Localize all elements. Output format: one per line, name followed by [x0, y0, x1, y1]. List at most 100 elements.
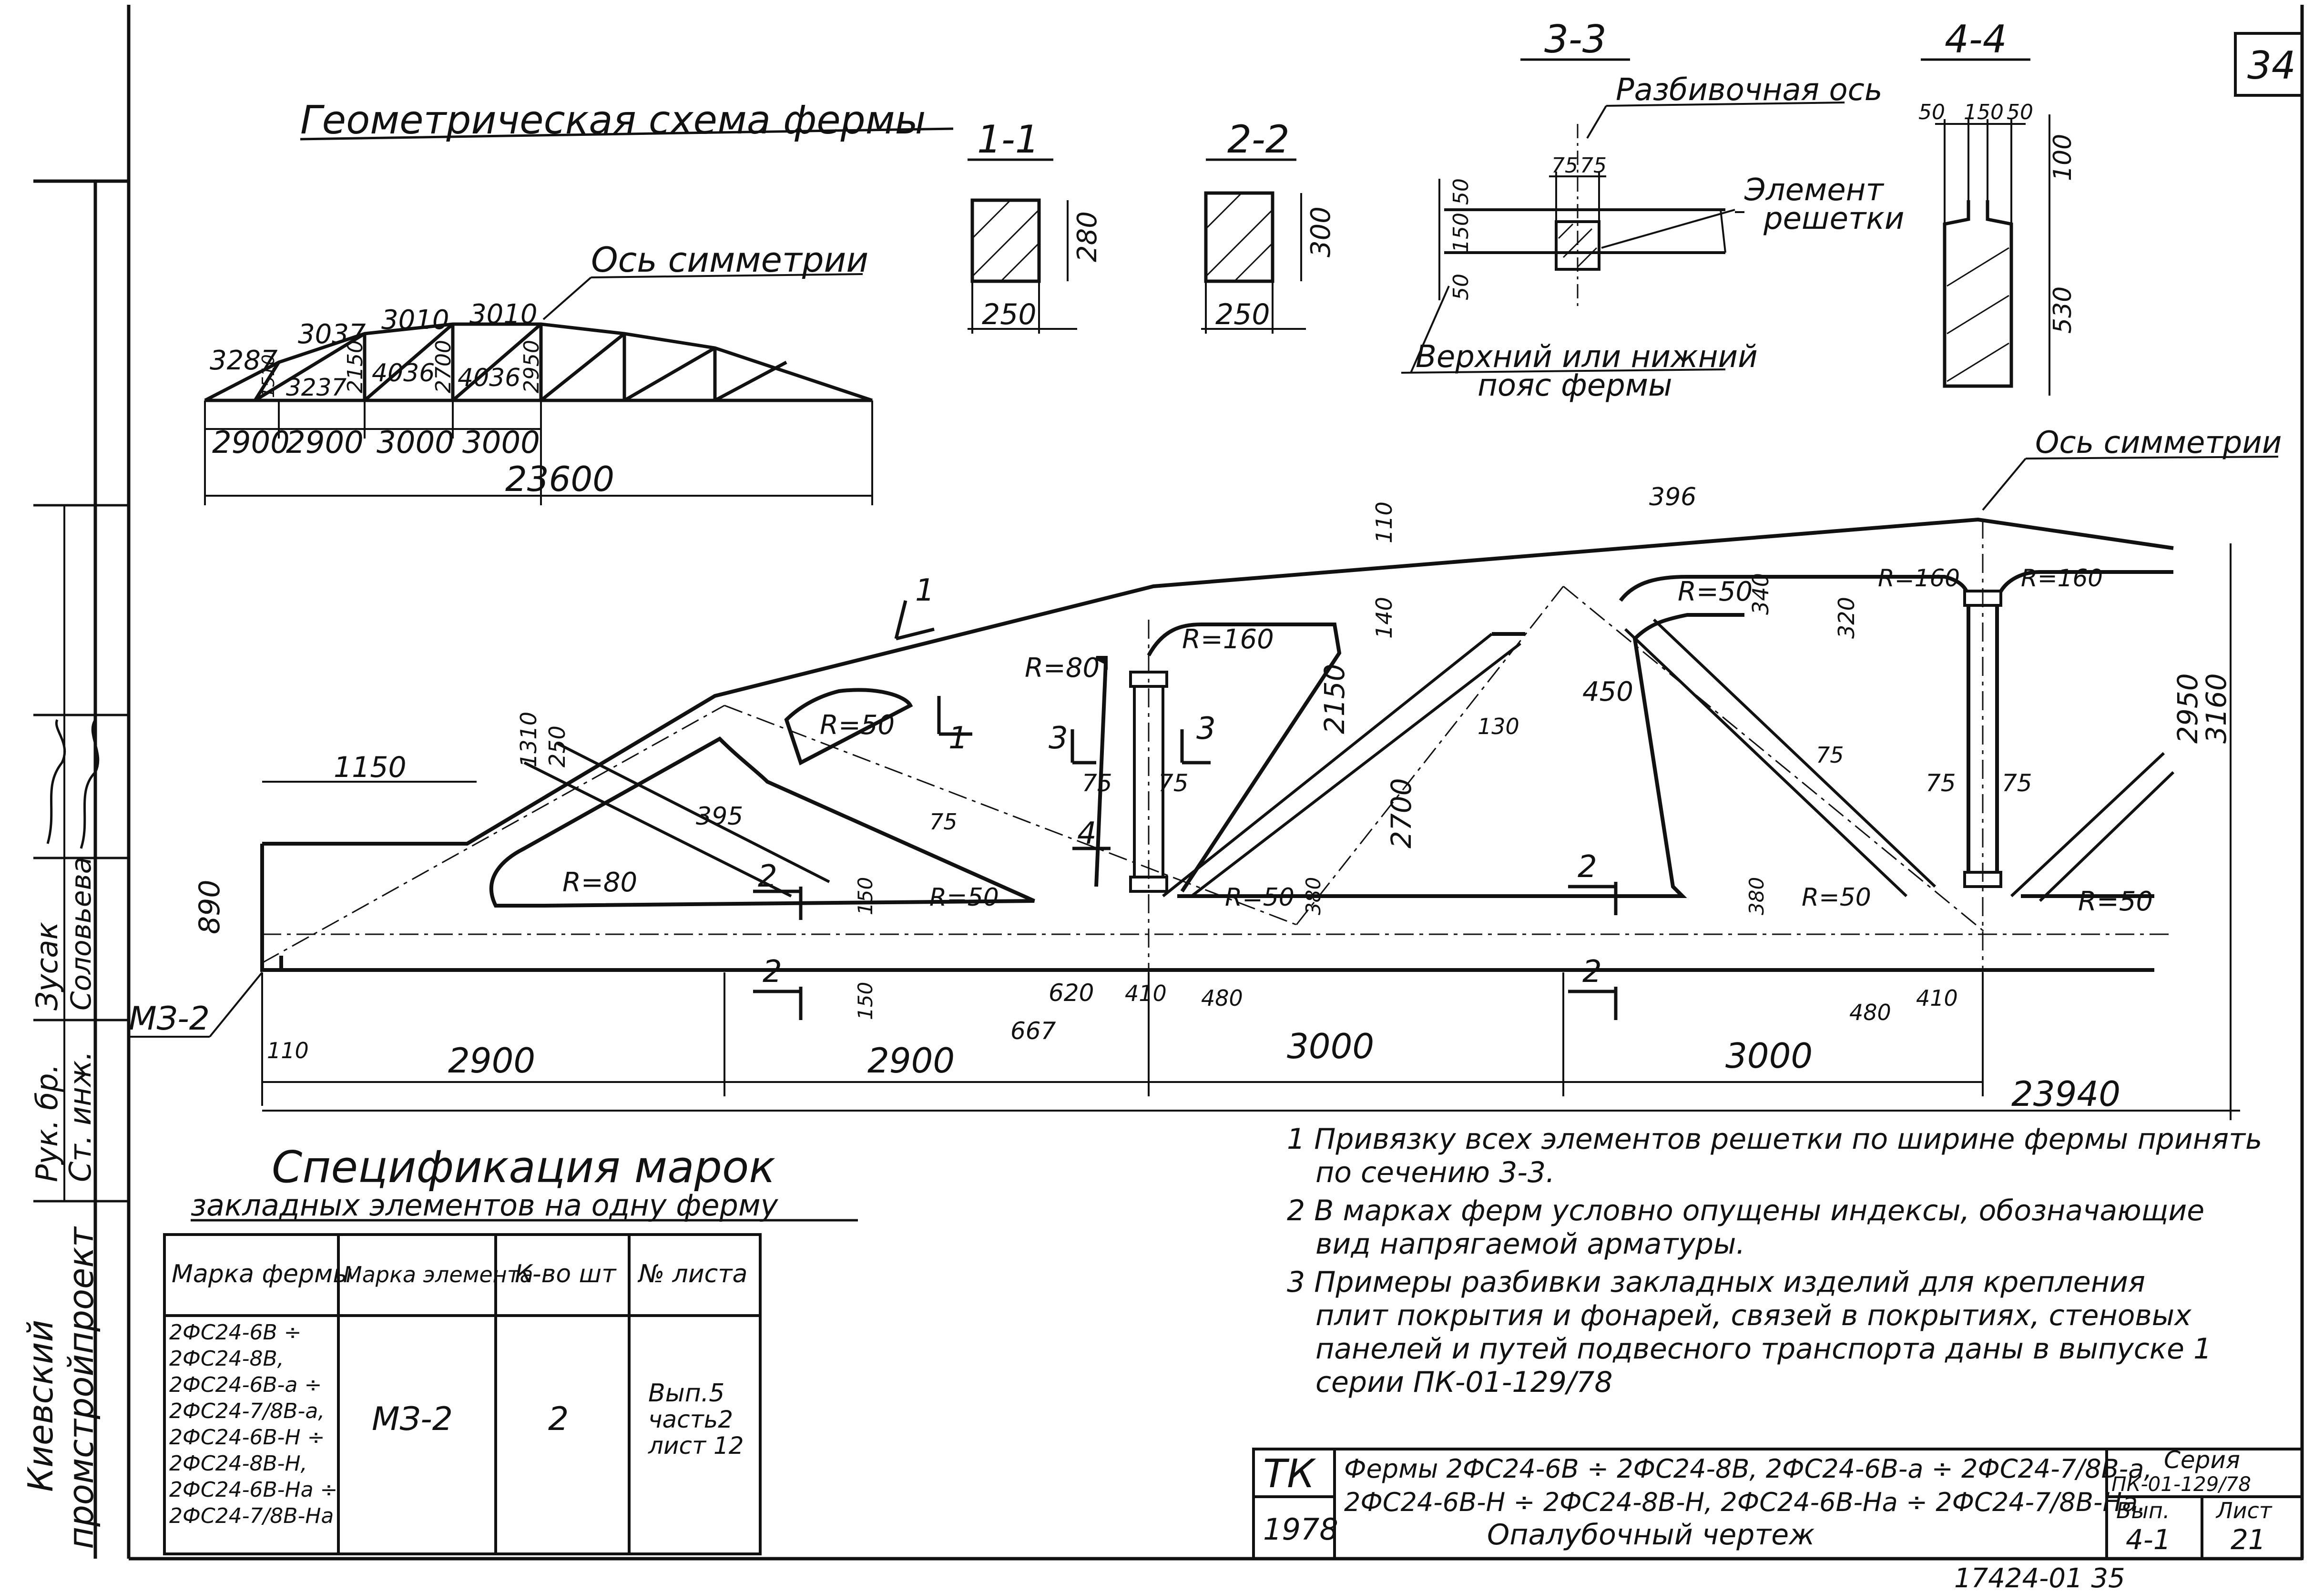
section-3-3-chord-label-2: пояс фермы	[1478, 368, 1672, 403]
side-stamp: Рук. бр. Ст. инж. Зусак Соловьева Киевск…	[20, 504, 129, 1549]
formwork-axis-label: Ось симметрии	[2035, 425, 2282, 460]
stamp-name-1: Зусак	[30, 921, 64, 1011]
section-1-1-width: 250	[982, 298, 1037, 331]
dim-380-a: 380	[1302, 877, 1325, 915]
span-3000-b: 3000	[1725, 1036, 1813, 1076]
dim-450: 450	[1582, 676, 1633, 707]
section-mark-2b: 2	[763, 954, 782, 990]
tb-sheet-value: 21	[2231, 1523, 2266, 1556]
note-line-2: по сечению 3-3.	[1315, 1156, 1555, 1189]
dim-2150: 2150	[1318, 664, 1351, 734]
tb-issue-label: Вып.	[2116, 1498, 2170, 1523]
stamp-org-2: промстройпроект	[61, 1226, 101, 1549]
scheme-span-2: 2900	[286, 425, 364, 460]
notes: 1 Привязку всех элементов решетки по шир…	[1287, 1123, 2262, 1399]
scheme-height-1: 2150	[343, 340, 367, 393]
radius-label-4: R=50	[1678, 576, 1753, 607]
spec-mark-4: 2ФС24-7/8В-а,	[169, 1399, 325, 1423]
section-2-2-height: 300	[1305, 206, 1336, 257]
section-4-4-dim-50a: 50	[1918, 100, 1945, 124]
note-line-5: 3 Примеры разбивки закладных изделий для…	[1287, 1266, 2145, 1299]
dim-110-b: 110	[267, 1038, 309, 1063]
radius-label-5: R=160	[1878, 564, 1960, 592]
section-3-3-dim-75b: 75	[1580, 153, 1607, 178]
dim-396: 396	[1649, 483, 1696, 511]
radius-label-3: R=160	[1182, 624, 1274, 655]
scheme-chord-1: 3287	[210, 345, 278, 376]
dim-140: 140	[1371, 597, 1397, 639]
spec-sheet-ref-1: Вып.5	[648, 1379, 724, 1408]
spec-subtitle: закладных элементов на одну ферму	[191, 1188, 779, 1223]
radius-label-2: R=50	[820, 710, 895, 741]
note-line-7: панелей и путей подвесного транспорта да…	[1315, 1332, 2212, 1366]
dim-410-a: 410	[1125, 980, 1167, 1006]
radius-label-1: R=80	[562, 867, 637, 898]
dim-75-a: 75	[1082, 769, 1112, 797]
section-1-1-height: 280	[1072, 211, 1103, 262]
tb-title-3: Опалубочный чертеж	[1487, 1518, 1814, 1552]
geometric-scheme: Геометрическая схема фермы Ось симметрии	[204, 98, 954, 505]
tb-series-label: Серия	[2164, 1446, 2240, 1474]
total-span-23940: 23940	[2011, 1074, 2120, 1114]
span-2900-b: 2900	[867, 1041, 955, 1081]
section-4-4: 4-4 50 150 50 100 530	[1918, 17, 2077, 396]
dim-250: 250	[544, 725, 570, 767]
radius-label-6: R=160	[2021, 564, 2103, 592]
dim-75-f: 75	[2002, 769, 2032, 797]
spec-element-mark: МЗ-2	[372, 1400, 453, 1438]
dim-395: 395	[696, 802, 743, 831]
stamp-role-2: Ст. инж.	[63, 1051, 98, 1182]
tb-tk: ТК	[1263, 1451, 1316, 1497]
spec-table: Спецификация марок закладных элементов н…	[163, 1142, 858, 1555]
dim-480-a: 480	[1201, 985, 1243, 1011]
scheme-diagonal-2: 4036	[458, 364, 520, 392]
note-line-1: 1 Привязку всех элементов решетки по шир…	[1287, 1123, 2262, 1156]
note-line-8: серии ПК-01-129/78	[1315, 1366, 1613, 1399]
section-mark-3b: 3	[1196, 711, 1216, 746]
section-3-3-element-label-2: решетки	[1763, 201, 1904, 236]
section-1-1: 1-1 250 280	[968, 117, 1103, 334]
dim-1150: 1150	[334, 751, 407, 784]
section-3-3-title: 3-3	[1544, 17, 1607, 61]
section-4-4-dim-150: 150	[1964, 100, 2004, 124]
dim-75-b: 75	[1158, 769, 1189, 797]
scheme-chord-4: 3010	[469, 299, 538, 330]
dim-150-b: 150	[854, 982, 877, 1020]
dim-380-b: 380	[1745, 877, 1768, 915]
radius-label-8: R=50	[929, 883, 999, 912]
spec-qty: 2	[548, 1400, 569, 1438]
dim-667: 667	[1010, 1017, 1056, 1045]
spec-title: Спецификация марок	[272, 1142, 775, 1193]
dim-150-a: 150	[854, 877, 877, 915]
dim-130: 130	[1478, 714, 1519, 739]
section-4-4-title: 4-4	[1945, 17, 2007, 61]
spec-mark-8: 2ФС24-7/8В-На	[169, 1504, 334, 1528]
page-number-box: 34	[2234, 32, 2304, 97]
note-line-3: 2 В марках ферм условно опущены индексы,…	[1287, 1194, 2204, 1227]
bottom-code: 17424-01 35	[1954, 1563, 2125, 1593]
section-3-3-dim-150: 150	[1449, 213, 1473, 253]
stamp-name-2: Соловьева	[65, 857, 97, 1011]
scheme-span-4: 3000	[462, 425, 540, 460]
section-1-1-title: 1-1	[977, 117, 1040, 162]
tb-series-value: ПК-01-129/78	[2111, 1472, 2251, 1496]
scheme-height-2: 2700	[431, 340, 456, 393]
spec-mark-5: 2ФС24-6В-Н ÷	[169, 1425, 325, 1450]
dim-320: 320	[1834, 597, 1859, 639]
radius-label-9: R=50	[1225, 883, 1295, 912]
tb-title-1: Фермы 2ФС24-6В ÷ 2ФС24-8В, 2ФС24-6В-а ÷ …	[1344, 1454, 2152, 1484]
section-3-3: 3-3 Разбивочная ось 75 75 50 150 50 Элем…	[1401, 17, 1904, 403]
radius-label-7: R=80	[1025, 653, 1100, 684]
stamp-signature-1	[46, 719, 66, 844]
tb-issue-value: 4-1	[2126, 1523, 2171, 1556]
spec-mark-1: 2ФС24-6В ÷	[169, 1320, 302, 1345]
stamp-role-1: Рук. бр.	[30, 1064, 64, 1182]
scheme-diagonal-1: 4036	[372, 359, 435, 388]
dim-1310: 1310	[516, 712, 541, 767]
dim-340: 340	[1748, 573, 1774, 615]
spec-header-3: К-во шт	[515, 1260, 617, 1288]
stamp-signature-2	[80, 719, 100, 849]
dim-890: 890	[193, 879, 226, 934]
spec-mark-7: 2ФС24-6В-На ÷	[169, 1478, 337, 1502]
section-mark-2d: 2	[1582, 954, 1602, 990]
